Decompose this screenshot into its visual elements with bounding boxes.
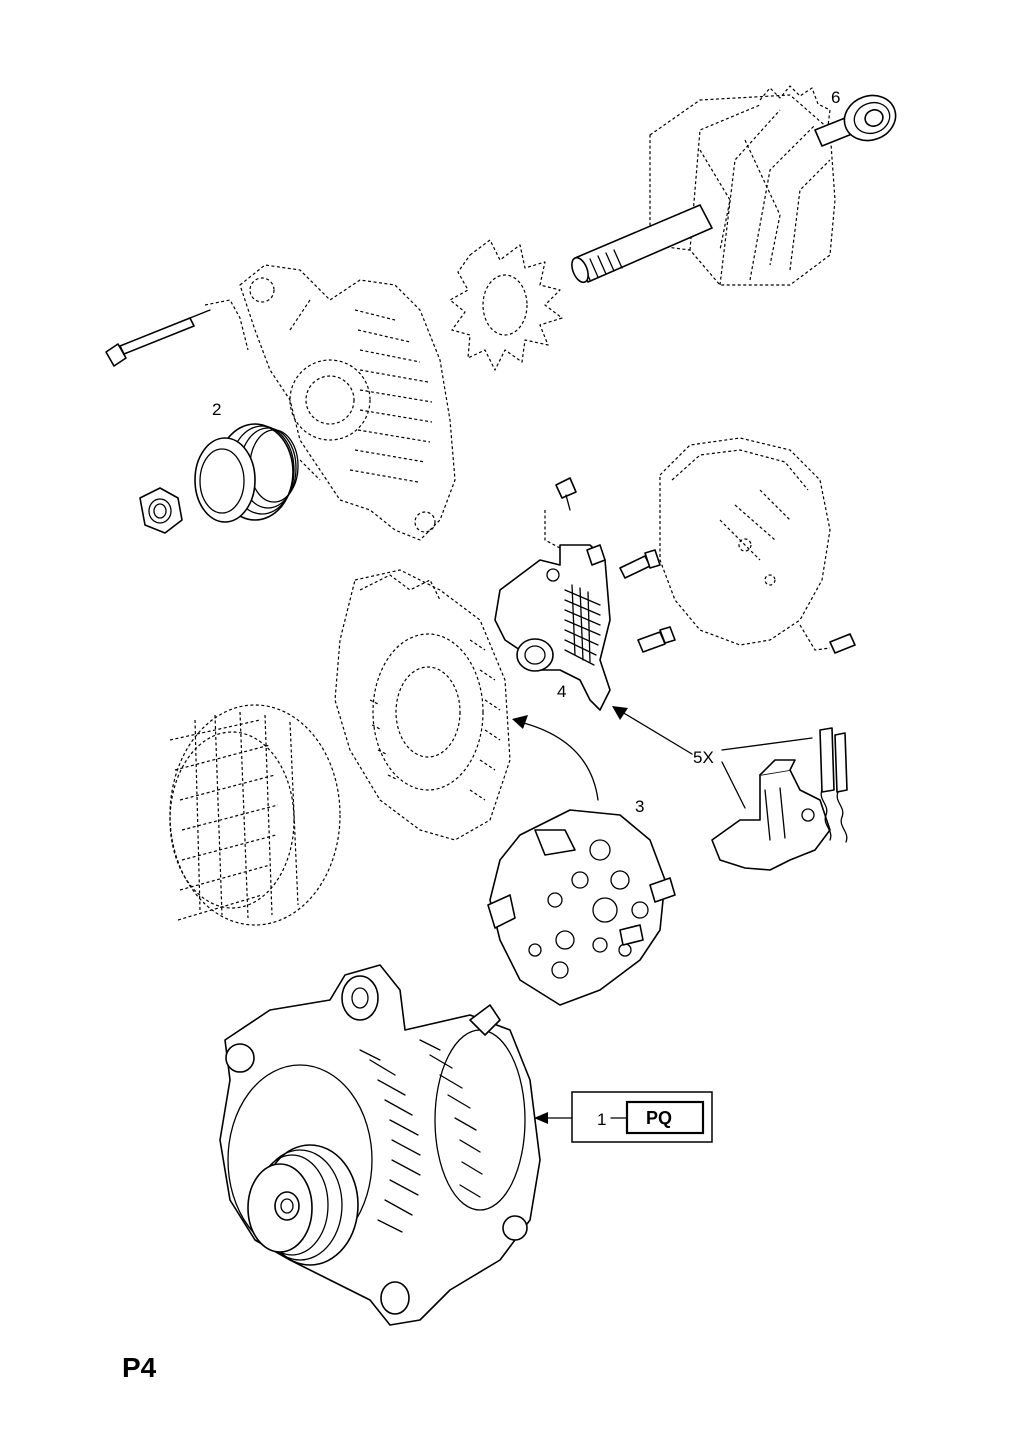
leader-5x-brushes (721, 737, 813, 751)
arrow-head (534, 1112, 548, 1124)
part-code-box: 1 PQ (571, 1091, 713, 1143)
pulley-nut (139, 487, 183, 534)
assembly-arrow (519, 721, 599, 801)
rectifier (487, 809, 676, 1006)
page-code: P4 (122, 1352, 157, 1383)
bearing (843, 94, 897, 142)
callout-5x: 5X (693, 748, 714, 767)
pulley (194, 423, 299, 523)
slip-ring-end-bracket (334, 569, 511, 841)
drive-end-bracket (239, 264, 456, 541)
callout-4: 4 (557, 682, 566, 701)
brush-holder (711, 727, 848, 871)
code-box-item-number: 1 (597, 1110, 606, 1129)
callout-2: 2 (212, 400, 221, 419)
arrow-head (612, 706, 628, 720)
code-box-code: PQ (646, 1108, 672, 1128)
through-bolt (105, 299, 249, 367)
leader-5x-holder (721, 761, 746, 809)
rear-cover (659, 437, 856, 654)
rotor-assembly (449, 85, 853, 371)
callout-6: 6 (831, 88, 840, 107)
stator (169, 704, 341, 926)
arrow-head (512, 715, 528, 729)
alternator-assembly (219, 964, 541, 1326)
regulator (494, 477, 676, 711)
callout-3: 3 (635, 797, 644, 816)
leader-5x-regulator (621, 711, 693, 755)
